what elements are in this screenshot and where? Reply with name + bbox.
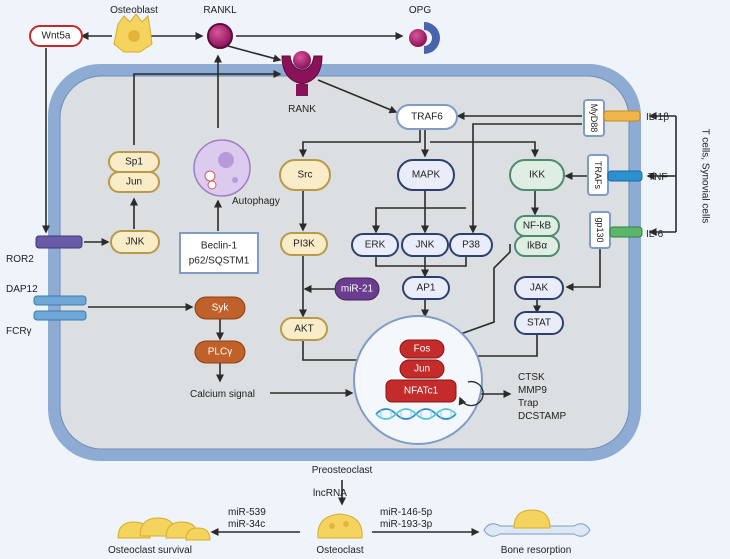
jnk-mid-node[interactable]: JNK <box>401 233 449 257</box>
syk-node[interactable]: Syk <box>194 296 246 320</box>
ikk-node[interactable]: IKK <box>509 159 565 191</box>
connectors <box>42 32 677 536</box>
tnf-receptor[interactable] <box>607 170 643 182</box>
wnt5a-label: Wnt5a <box>42 31 71 42</box>
rank-label: RANK <box>288 104 316 115</box>
lncrna-label: lncRNA <box>313 488 347 499</box>
ctsk-label: CTSK <box>518 372 545 383</box>
ikk-label: IKK <box>529 170 545 181</box>
fos-label: Fos <box>414 344 431 355</box>
jun-nuc-label: Jun <box>414 364 430 375</box>
ror2-receptor[interactable] <box>35 235 83 249</box>
mir539-label: miR-539 <box>228 507 266 518</box>
jak-node[interactable]: JAK <box>514 276 564 300</box>
beclin-p62-box[interactable]: Beclin-1 p62/SQSTM1 <box>179 232 259 274</box>
fos-node[interactable]: Fos <box>399 339 445 359</box>
il1b-receptor[interactable] <box>603 110 641 122</box>
autophagy-label: Autophagy <box>232 196 280 207</box>
tnf-label: TNF <box>648 172 667 183</box>
opg-label: OPG <box>409 5 431 16</box>
il6-label: IL-6 <box>646 229 664 240</box>
myd88-label: MyD88 <box>589 104 599 133</box>
stat-node[interactable]: STAT <box>514 311 564 335</box>
osteoclast-label: Osteoclast <box>316 545 363 556</box>
nfkb-label: NF-kB <box>523 221 552 232</box>
jnk-left-node[interactable]: JNK <box>110 230 160 254</box>
target-genes: CTSK MMP9 Trap DCSTAMP <box>518 372 566 422</box>
opg-receptor[interactable] <box>409 22 440 54</box>
erk-label: ERK <box>365 240 386 251</box>
osteoclast-survival-label: Osteoclast survival <box>108 545 192 556</box>
sp1-label: Sp1 <box>125 157 143 168</box>
plcg-label: PLCγ <box>208 347 232 358</box>
plcg-node[interactable]: PLCγ <box>194 340 246 364</box>
mir21-label: miR-21 <box>341 284 374 295</box>
beclin-label: Beclin-1 <box>201 241 238 252</box>
mapk-label: MAPK <box>412 170 441 181</box>
mir21-node[interactable]: miR-21 <box>334 277 380 301</box>
il6-receptor[interactable] <box>609 226 643 238</box>
pi3k-node[interactable]: PI3K <box>280 232 328 256</box>
ap1-node[interactable]: AP1 <box>402 276 450 300</box>
p62-label: p62/SQSTM1 <box>189 256 250 267</box>
gp130-adaptor[interactable]: gp130 <box>589 211 611 249</box>
autoamplification-loop-icon <box>458 380 484 407</box>
nfkb-ikba-complex[interactable]: NF-kB IkBα <box>514 215 560 257</box>
gp130-label: gp130 <box>595 217 605 242</box>
il1b-label: IL-1β <box>646 112 669 123</box>
wnt5a-node[interactable]: Wnt5a <box>29 25 83 47</box>
rank-receptor[interactable] <box>281 51 323 96</box>
osteoblast-cell <box>113 13 153 53</box>
ror2-label: ROR2 <box>6 254 34 265</box>
p38-node[interactable]: P38 <box>449 233 493 257</box>
jnk-left-label: JNK <box>126 237 145 248</box>
jak-label: JAK <box>530 283 549 294</box>
preosteoclast-label: Preosteoclast <box>312 465 373 476</box>
erk-node[interactable]: ERK <box>351 233 399 257</box>
t-cells-label: T cells, Synovial cells <box>700 129 711 224</box>
trap-label: Trap <box>518 398 539 409</box>
ikba-label: IkBα <box>527 241 547 252</box>
fcrg-label: FCRγ <box>6 326 32 337</box>
src-label: Src <box>298 170 313 181</box>
p38-label: P38 <box>462 240 480 251</box>
akt-node[interactable]: AKT <box>280 317 328 341</box>
jun-top-label: Jun <box>126 177 142 188</box>
rankl-ligand[interactable] <box>207 23 233 49</box>
jnk-mid-label: JNK <box>416 240 435 251</box>
akt-label: AKT <box>294 324 313 335</box>
osteoclast-survival-cells <box>117 517 211 541</box>
dap12-fcrg-receptor[interactable] <box>33 295 87 321</box>
dna-helix-icon <box>375 408 457 420</box>
src-node[interactable]: Src <box>279 159 331 191</box>
mapk-node[interactable]: MAPK <box>397 159 455 191</box>
dap12-label: DAP12 <box>6 284 38 295</box>
sp1-jun-complex[interactable]: Sp1 Jun <box>108 151 160 193</box>
stat-label: STAT <box>527 318 551 329</box>
osteoclast-icon <box>317 513 363 539</box>
mmp9-label: MMP9 <box>518 385 547 396</box>
dcstamp-label: DCSTAMP <box>518 411 566 422</box>
syk-label: Syk <box>212 303 230 314</box>
trafs-label: TRAFs <box>593 161 603 189</box>
autophagy-vesicle <box>193 139 251 197</box>
calcium-label: Calcium signal <box>190 389 255 400</box>
osteoblast-label: Osteoblast <box>110 5 158 16</box>
jun-nuc-node[interactable]: Jun <box>399 359 445 379</box>
rankl-label: RANKL <box>203 5 237 16</box>
traf6-node[interactable]: TRAF6 <box>396 104 458 130</box>
nfatc1-node[interactable]: NFATc1 <box>385 379 457 403</box>
traf6-label: TRAF6 <box>411 112 443 123</box>
mir34c-label: miR-34c <box>228 519 265 530</box>
myd88-adaptor[interactable]: MyD88 <box>583 99 605 137</box>
ap1-label: AP1 <box>417 283 436 294</box>
mir146-label: miR-146-5p <box>380 507 433 518</box>
nfatc1-label: NFATc1 <box>404 386 439 397</box>
bone-resorption-label: Bone resorption <box>501 545 572 556</box>
mir193-label: miR-193-3p <box>380 519 433 530</box>
bone-resorption-icon <box>483 509 591 537</box>
trafs-adaptor[interactable]: TRAFs <box>587 154 609 196</box>
pi3k-label: PI3K <box>293 239 315 250</box>
